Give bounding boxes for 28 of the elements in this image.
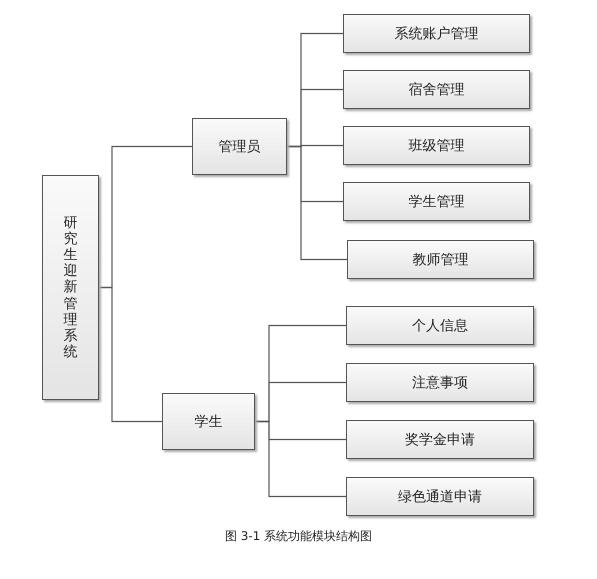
module-label: 学生 xyxy=(194,412,222,430)
module-box xyxy=(347,240,534,279)
module-box xyxy=(346,363,534,402)
module-label: 管理员 xyxy=(218,138,260,156)
module-box xyxy=(42,175,99,400)
module-box xyxy=(162,393,255,450)
module-label: 宿舍管理 xyxy=(408,80,464,98)
connector-line xyxy=(99,286,162,422)
module-label: 研究生迎新管理系统 xyxy=(64,215,78,360)
module-box xyxy=(346,477,534,516)
figure-caption: 图 3-1 系统功能模块结构图 xyxy=(224,528,374,545)
module-box xyxy=(343,126,530,165)
module-label: 绿色通道申请 xyxy=(398,488,482,506)
connector-line xyxy=(287,146,347,260)
module-label: 学生管理 xyxy=(408,192,464,210)
module-box xyxy=(192,118,287,175)
module-label: 个人信息 xyxy=(412,316,468,334)
module-label: 系统账户管理 xyxy=(394,24,478,42)
module-label: 班级管理 xyxy=(408,136,464,154)
connector-line xyxy=(255,420,346,498)
module-box xyxy=(346,420,534,459)
module-box xyxy=(346,306,534,345)
module-box xyxy=(343,70,530,109)
module-label: 注意事项 xyxy=(412,374,468,392)
module-box xyxy=(343,182,530,221)
module-box xyxy=(343,14,530,53)
module-label: 奖学金申请 xyxy=(405,430,475,448)
module-label: 教师管理 xyxy=(412,250,468,268)
